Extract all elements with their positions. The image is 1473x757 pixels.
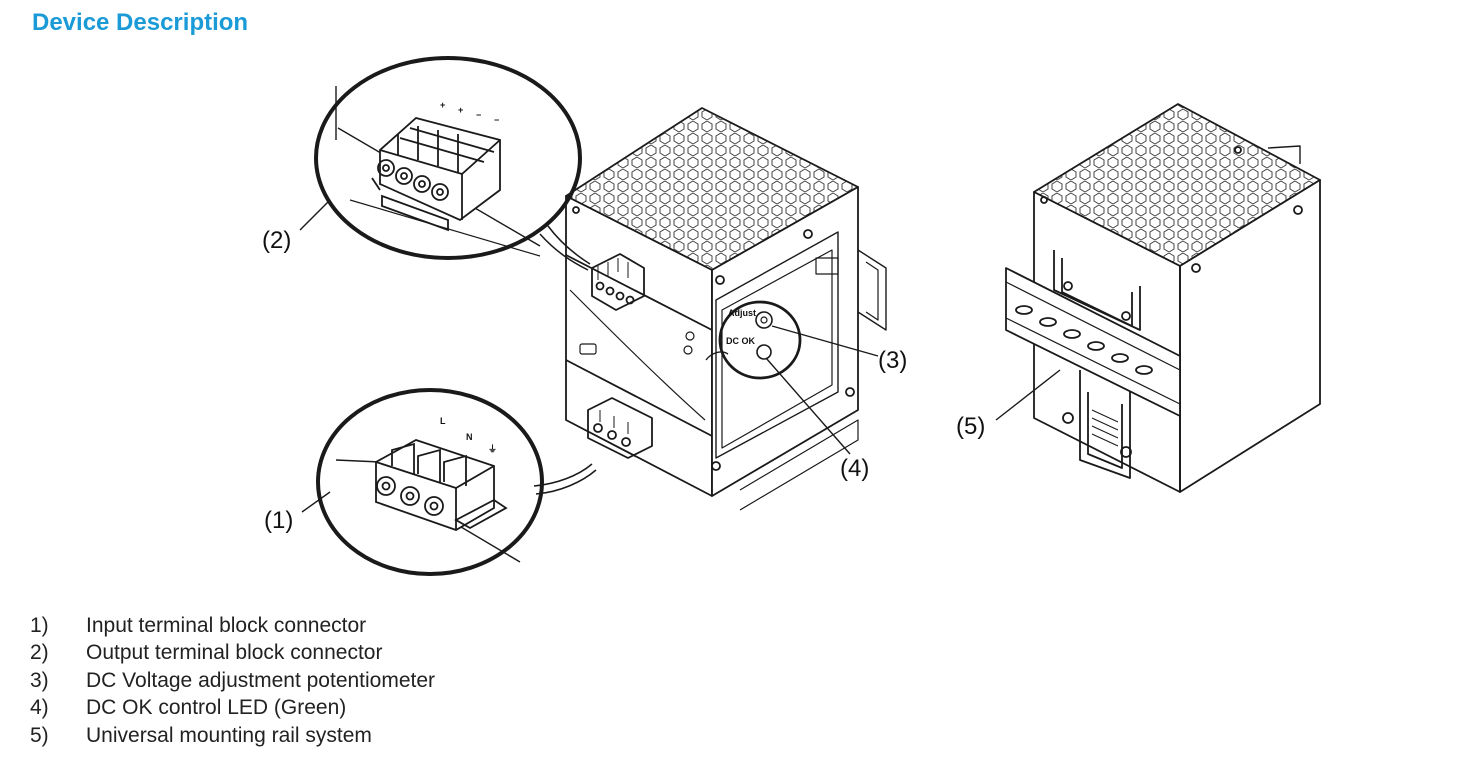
input-pin-label-l: L	[440, 416, 446, 426]
output-pin-label-1: +	[440, 100, 445, 110]
output-connector-zoom	[314, 56, 591, 271]
callout-4: (4)	[840, 455, 869, 482]
legend-item-text: DC Voltage adjustment potentiometer	[86, 668, 436, 692]
legend-item-number: 4)	[30, 696, 49, 720]
legend-item: 5) Universal mounting rail system	[30, 722, 435, 750]
device-illustration: Adjust DC OK	[262, 56, 1321, 576]
legend-item-text: Output terminal block connector	[86, 641, 383, 665]
rear-device	[1005, 103, 1321, 493]
output-pin-label-3: −	[476, 110, 481, 120]
din-rail-clip	[1053, 250, 1141, 479]
legend-item: 2) Output terminal block connector	[30, 640, 435, 668]
adjust-label: Adjust	[728, 308, 756, 318]
output-pin-label-4: −	[494, 115, 499, 125]
mounting-rail	[1005, 267, 1181, 417]
input-pin-label-earth: ⏚	[488, 444, 497, 454]
output-pin-label-2: +	[458, 105, 463, 115]
callout-3: (3)	[878, 347, 907, 374]
callout-2: (2)	[262, 227, 291, 254]
section-heading: Device Description	[32, 9, 249, 36]
input-pin-label-n: N	[466, 432, 473, 442]
legend-item: 3) DC Voltage adjustment potentiometer	[30, 667, 435, 695]
legend-item-text: Input terminal block connector	[86, 613, 367, 637]
adjust-led-zoom	[718, 300, 802, 380]
legend-item: 1) Input terminal block connector	[30, 612, 435, 640]
callout-5: (5)	[956, 413, 985, 440]
legend-item: 4) DC OK control LED (Green)	[30, 695, 435, 723]
front-input-connector	[587, 397, 653, 459]
dc-ok-label: DC OK	[726, 336, 756, 346]
legend-item-text: DC OK control LED (Green)	[86, 696, 347, 720]
legend-item-number: 5)	[30, 723, 49, 747]
legend-item-number: 2)	[30, 641, 49, 665]
legend-item-text: Universal mounting rail system	[86, 723, 372, 747]
callout-1: (1)	[264, 507, 293, 534]
leader-lines	[299, 199, 1061, 513]
legend-item-number: 3)	[30, 668, 49, 692]
front-device-right-face	[711, 186, 859, 497]
component-legend: 1) Input terminal block connector 2) Out…	[30, 612, 435, 750]
front-device	[565, 107, 887, 511]
front-output-connector	[591, 253, 645, 311]
dc-ok-led	[756, 344, 772, 360]
input-connector-zoom	[316, 388, 597, 576]
legend-item-number: 1)	[30, 613, 49, 637]
adjust-potentiometer	[755, 311, 773, 329]
